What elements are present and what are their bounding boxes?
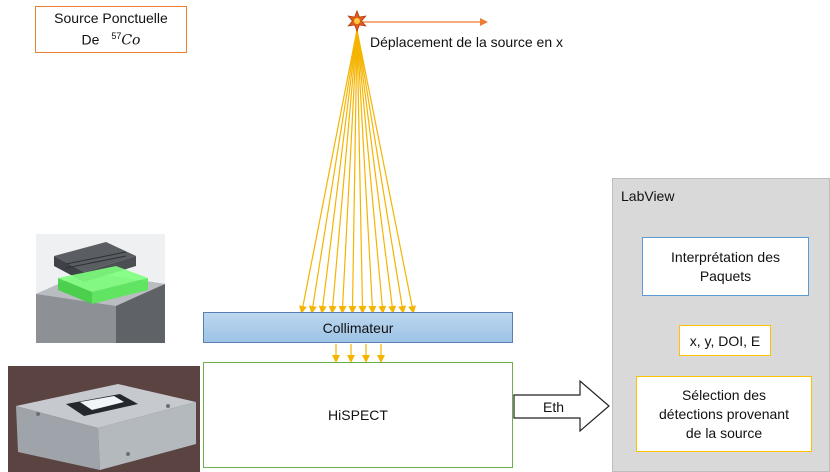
hispect-block: HiSPECT — [203, 362, 513, 468]
collimator-block: Collimateur — [203, 312, 513, 343]
hispect-label: HiSPECT — [328, 407, 388, 423]
values-label: x, y, DOI, E — [689, 332, 761, 349]
source-title: Source Ponctuelle — [54, 10, 168, 27]
selection-line-1: Sélection des — [681, 386, 767, 403]
gamma-ray — [318, 29, 358, 314]
gamma-ray — [348, 29, 358, 314]
displacement-label: Déplacement de la source en x — [370, 34, 563, 50]
isotope-symbol: Co — [121, 32, 141, 49]
gamma-ray — [356, 29, 367, 314]
module-render-drawing — [36, 234, 165, 343]
module-render-image — [36, 234, 165, 343]
gamma-ray — [338, 29, 358, 314]
gamma-ray — [299, 29, 358, 314]
star-source-icon — [347, 9, 367, 33]
hardware-photo-drawing — [8, 366, 200, 472]
interpretation-line-1: Interprétation des — [671, 248, 780, 265]
selection-line-2: détections provenant — [659, 405, 789, 422]
eth-arrow — [513, 379, 610, 433]
source-isotope: De 57Co — [82, 27, 141, 50]
gamma-ray — [356, 29, 397, 314]
gamma-ray — [356, 29, 387, 314]
gamma-ray — [328, 29, 358, 314]
source-box: Source Ponctuelle De 57Co — [35, 6, 187, 53]
interpretation-line-2: Paquets — [699, 267, 752, 284]
hardware-photo-image — [8, 366, 200, 472]
labview-title: LabView — [621, 188, 675, 204]
eth-label: Eth — [543, 399, 565, 415]
collimated-rays — [332, 344, 385, 363]
source-de: De — [81, 31, 100, 48]
isotope-mass: 57 — [111, 31, 122, 42]
gamma-ray — [356, 29, 377, 314]
gamma-ray — [308, 29, 358, 314]
gamma-ray — [356, 29, 407, 314]
interpretation-box: Interprétation des Paquets — [642, 237, 809, 296]
selection-box: Sélection des détections provenant de la… — [636, 376, 812, 452]
gamma-ray — [356, 29, 416, 314]
values-box: x, y, DOI, E — [679, 325, 771, 356]
selection-line-3: de la source — [685, 424, 763, 441]
gamma-rays — [299, 29, 416, 314]
collimator-label: Collimateur — [322, 319, 394, 336]
